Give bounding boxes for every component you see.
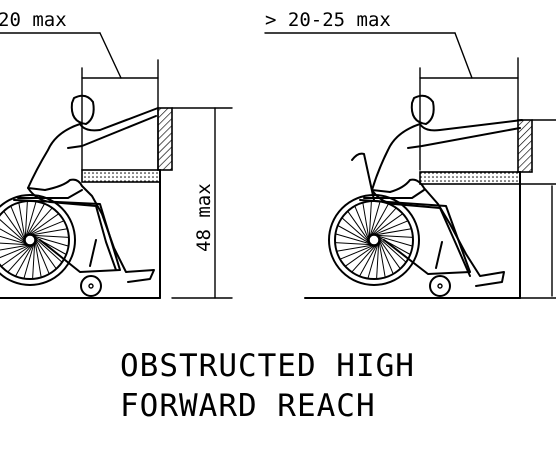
caption-line-1: OBSTRUCTED HIGH: [120, 348, 415, 384]
wheel-spoke: [28, 234, 69, 238]
right-wall: [517, 119, 533, 173]
wheel-spoke: [375, 235, 407, 263]
wheel-spoke: [368, 201, 381, 241]
wheel-spoke: [373, 234, 413, 247]
right-wheelchair: [328, 152, 471, 297]
left-person-arm-lower: [67, 115, 157, 149]
right-person-head: [410, 94, 435, 125]
wheel-spoke: [337, 225, 374, 246]
right-person-back: [371, 123, 421, 193]
right-panel: > 20-25 max: [264, 9, 556, 299]
wheel-spoke: [0, 244, 33, 251]
wheel-spoke: [24, 203, 45, 240]
wheel-spoke: [377, 236, 394, 275]
wheel-spoke: [341, 217, 373, 245]
wheel-spoke: [335, 233, 375, 246]
left-counter: [81, 169, 161, 183]
left-rear-wheel-rim: [0, 194, 76, 286]
wheel-spoke: [10, 205, 27, 244]
wheel-spoke: [369, 207, 397, 239]
wheel-spoke: [25, 213, 60, 238]
wheel-spoke: [0, 243, 34, 259]
left-caster-fork: [89, 239, 97, 267]
left-wheelchair: [0, 189, 121, 297]
wheel-spoke: [24, 201, 37, 241]
wheel-spoke: [372, 234, 413, 238]
left-person-arm-upper: [79, 107, 159, 132]
right-person-arm-lower: [407, 127, 521, 149]
right-rear-wheel-inner: [334, 200, 414, 280]
wheel-spoke: [0, 242, 32, 246]
left-person-back: [27, 123, 81, 191]
wheel-spoke: [347, 210, 372, 245]
wheel-spoke: [27, 228, 68, 236]
wheel-spoke: [23, 239, 36, 279]
wheel-spoke: [3, 210, 28, 245]
wheel-spoke: [367, 239, 380, 279]
wheel-spoke: [7, 241, 35, 273]
left-caster-hub: [88, 283, 94, 289]
wheel-spoke: [29, 234, 69, 247]
wheel-spoke: [0, 242, 35, 267]
wheel-spoke: [376, 238, 380, 279]
left-top-dimension-text: 20 max: [0, 9, 67, 31]
left-person-leg: [44, 178, 155, 283]
right-caster-wheel: [429, 275, 451, 297]
wheel-spoke: [0, 235, 31, 246]
right-counter: [419, 171, 521, 185]
wheel-spoke: [371, 228, 412, 236]
wheel-spoke: [335, 242, 376, 246]
wheel-spoke: [336, 244, 377, 252]
wheel-spoke: [15, 240, 36, 277]
caption-line-2: FORWARD REACH: [120, 388, 376, 424]
wheel-spoke: [18, 202, 26, 243]
right-leader-line: [454, 32, 473, 79]
right-top-dimension-text: > 20-25 max: [265, 9, 391, 31]
right-push-handle: [351, 152, 375, 201]
wheel-spoke: [24, 201, 28, 242]
wheel-spoke: [31, 235, 63, 263]
wheel-spoke: [344, 242, 379, 267]
right-person-figure: [371, 94, 523, 287]
wheel-spoke: [370, 220, 409, 237]
wheel-spoke: [368, 201, 372, 242]
wheel-spoke: [0, 228, 30, 246]
right-caster-hub: [437, 283, 443, 289]
right-caster-fork: [435, 241, 443, 269]
right-person-arm-upper: [419, 119, 523, 132]
left-person-lower-leg: [27, 187, 117, 271]
wheel-spoke: [32, 238, 36, 279]
wheel-spoke: [378, 237, 386, 278]
wheel-spoke: [362, 202, 370, 243]
left-armrest: [17, 189, 83, 199]
right-armrest: [363, 189, 425, 199]
wheel-spoke: [26, 220, 65, 237]
wheel-spoke: [33, 236, 50, 275]
left-panel: 20 max 48 max: [0, 9, 233, 299]
wheel-spoke: [351, 241, 379, 273]
left-person-head: [70, 94, 95, 125]
wheel-spoke: [339, 243, 378, 260]
wheel-spoke: [30, 234, 67, 255]
right-rear-wheel-spokes: [335, 201, 413, 279]
wheel-spoke: [376, 235, 401, 270]
wheel-spoke: [25, 207, 53, 239]
left-caster-wheel: [80, 275, 102, 297]
wheel-spoke: [369, 213, 404, 238]
wheel-spoke: [374, 234, 411, 255]
left-rear-wheel-spokes: [0, 201, 69, 279]
wheel-spoke: [32, 235, 57, 270]
left-leader-line: [99, 32, 122, 79]
left-wall: [157, 107, 173, 171]
right-rear-wheel-rim: [328, 194, 420, 286]
wheel-spoke: [368, 203, 389, 240]
wheel-spoke: [34, 237, 42, 278]
left-frame: [13, 199, 121, 273]
wheel-spoke: [0, 219, 29, 245]
wheel-spoke: [354, 205, 371, 244]
left-height-dimension-text: 48 max: [193, 183, 215, 252]
right-frame: [359, 199, 471, 275]
wheel-spoke: [359, 240, 380, 277]
